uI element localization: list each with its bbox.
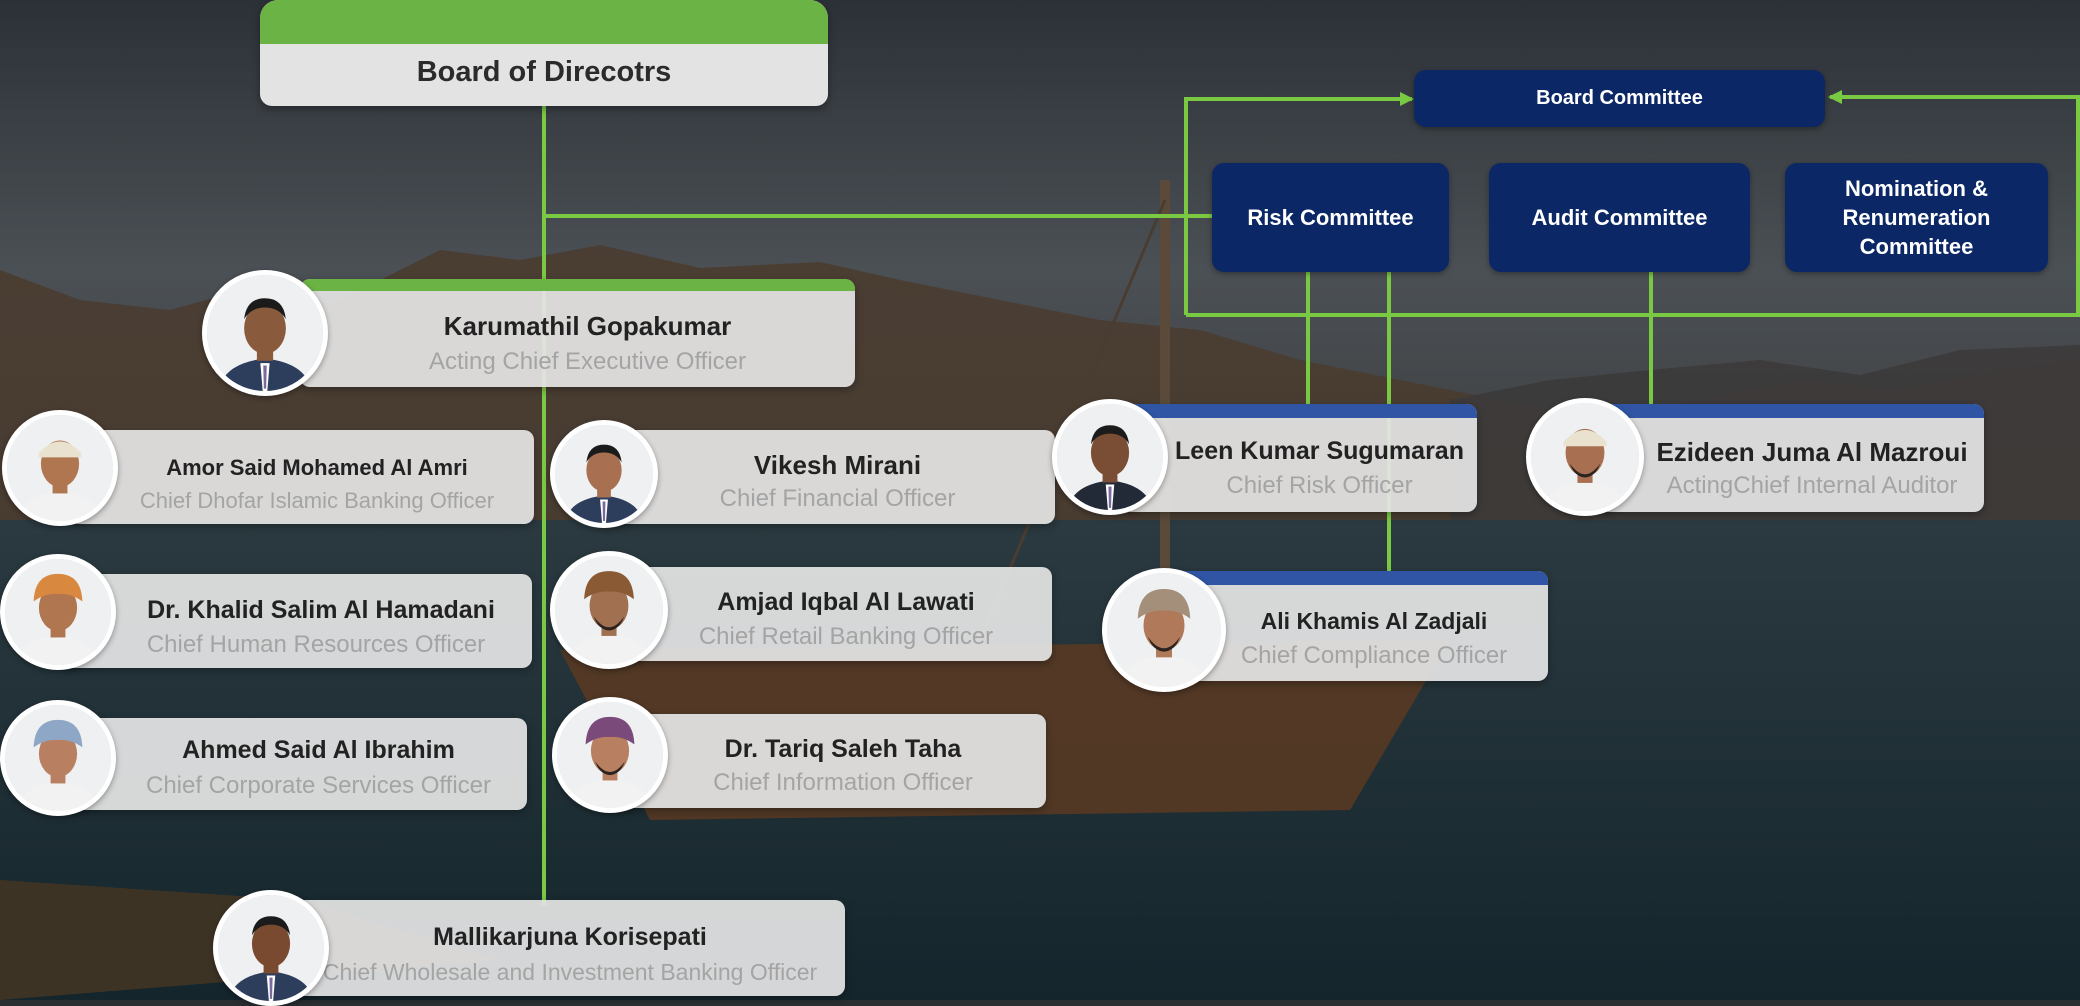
nomination-committee-box: Nomination & Renumeration Committee: [1785, 163, 2048, 272]
person-name: Amjad Iqbal Al Lawati: [717, 588, 975, 616]
person-name: Mallikarjuna Korisepati: [433, 923, 707, 951]
person-card-corporate: Ahmed Said Al Ibrahim Chief Corporate Se…: [60, 718, 527, 810]
person-card-hr: Dr. Khalid Salim Al Hamadani Chief Human…: [60, 574, 532, 668]
portrait-illustration: [557, 702, 663, 808]
person-card-compliance: Ali Khamis Al Zadjali Chief Compliance O…: [1160, 571, 1548, 681]
portrait-illustration: [5, 705, 111, 811]
person-name: Dr. Khalid Salim Al Hamadani: [147, 596, 495, 624]
portrait-illustration: [1531, 403, 1639, 511]
avatar-corporate: [0, 700, 116, 816]
person-card-ceo: Karumathil Gopakumar Acting Chief Execut…: [300, 279, 855, 387]
person-card-cio: Dr. Tariq Saleh Taha Chief Information O…: [600, 714, 1046, 808]
person-card-cfo: Vikesh Mirani Chief Financial Officer: [600, 430, 1055, 524]
portrait-illustration: [555, 556, 663, 664]
board-committee-box: Board Committee: [1414, 70, 1825, 127]
board-title: Board of Direcotrs: [416, 56, 672, 88]
portrait-illustration: [555, 425, 653, 523]
person-name: Leen Kumar Sugumaran: [1175, 437, 1464, 465]
person-role: Chief Retail Banking Officer: [698, 623, 994, 650]
person-role: Chief Risk Officer: [1226, 472, 1413, 499]
person-card-dhofar: Amor Said Mohamed Al Amri Chief Dhofar I…: [70, 430, 534, 524]
avatar-cio: [552, 697, 668, 813]
card-topbar: [1122, 404, 1477, 418]
person-role: Chief Dhofar Islamic Banking Officer: [139, 488, 495, 513]
avatar-cro: [1052, 399, 1168, 515]
card-topbar: [300, 279, 855, 291]
portrait-illustration: [7, 415, 113, 521]
person-name: Vikesh Mirani: [753, 450, 922, 480]
person-name: Dr. Tariq Saleh Taha: [724, 735, 962, 763]
avatar-ceo: [202, 270, 328, 396]
person-role: Chief Human Resources Officer: [146, 631, 486, 658]
person-name: Karumathil Gopakumar: [443, 311, 732, 341]
person-role: ActingChief Internal Auditor: [1666, 472, 1958, 499]
person-card-auditor: Ezideen Juma Al Mazroui ActingChief Inte…: [1600, 404, 1984, 512]
person-role: Chief Financial Officer: [719, 485, 956, 512]
portrait-illustration: [207, 275, 323, 391]
person-role: Chief Information Officer: [713, 769, 973, 796]
board-cap: [260, 0, 828, 44]
risk-committee-box: Risk Committee: [1212, 163, 1449, 272]
person-name: Ali Khamis Al Zadjali: [1260, 608, 1488, 634]
avatar-retail: [550, 551, 668, 669]
person-card-retail: Amjad Iqbal Al Lawati Chief Retail Banki…: [600, 567, 1052, 661]
avatar-wholesale: [213, 890, 329, 1006]
person-name: Ezideen Juma Al Mazroui: [1656, 437, 1968, 467]
portrait-illustration: [218, 895, 324, 1001]
person-role: Chief Corporate Services Officer: [145, 772, 492, 799]
avatar-hr: [0, 554, 116, 670]
person-card-wholesale: Mallikarjuna Korisepati Chief Wholesale …: [295, 900, 845, 996]
avatar-auditor: [1526, 398, 1644, 516]
board-of-directors-box: Board of Direcotrs: [260, 0, 828, 106]
person-role: Acting Chief Executive Officer: [428, 348, 747, 375]
person-name: Amor Said Mohamed Al Amri: [166, 455, 468, 480]
person-role: Chief Wholesale and Investment Banking O…: [322, 959, 818, 985]
avatar-compliance: [1102, 568, 1226, 692]
portrait-illustration: [1057, 404, 1163, 510]
person-name: Ahmed Said Al Ibrahim: [182, 736, 455, 764]
audit-committee-box: Audit Committee: [1489, 163, 1750, 272]
avatar-dhofar: [2, 410, 118, 526]
person-card-cro: Leen Kumar Sugumaran Chief Risk Officer: [1122, 404, 1477, 512]
card-topbar: [1160, 571, 1548, 585]
avatar-cfo: [550, 420, 658, 528]
portrait-illustration: [5, 559, 111, 665]
card-topbar: [1600, 404, 1984, 418]
person-role: Chief Compliance Officer: [1240, 642, 1508, 669]
portrait-illustration: [1107, 573, 1221, 687]
